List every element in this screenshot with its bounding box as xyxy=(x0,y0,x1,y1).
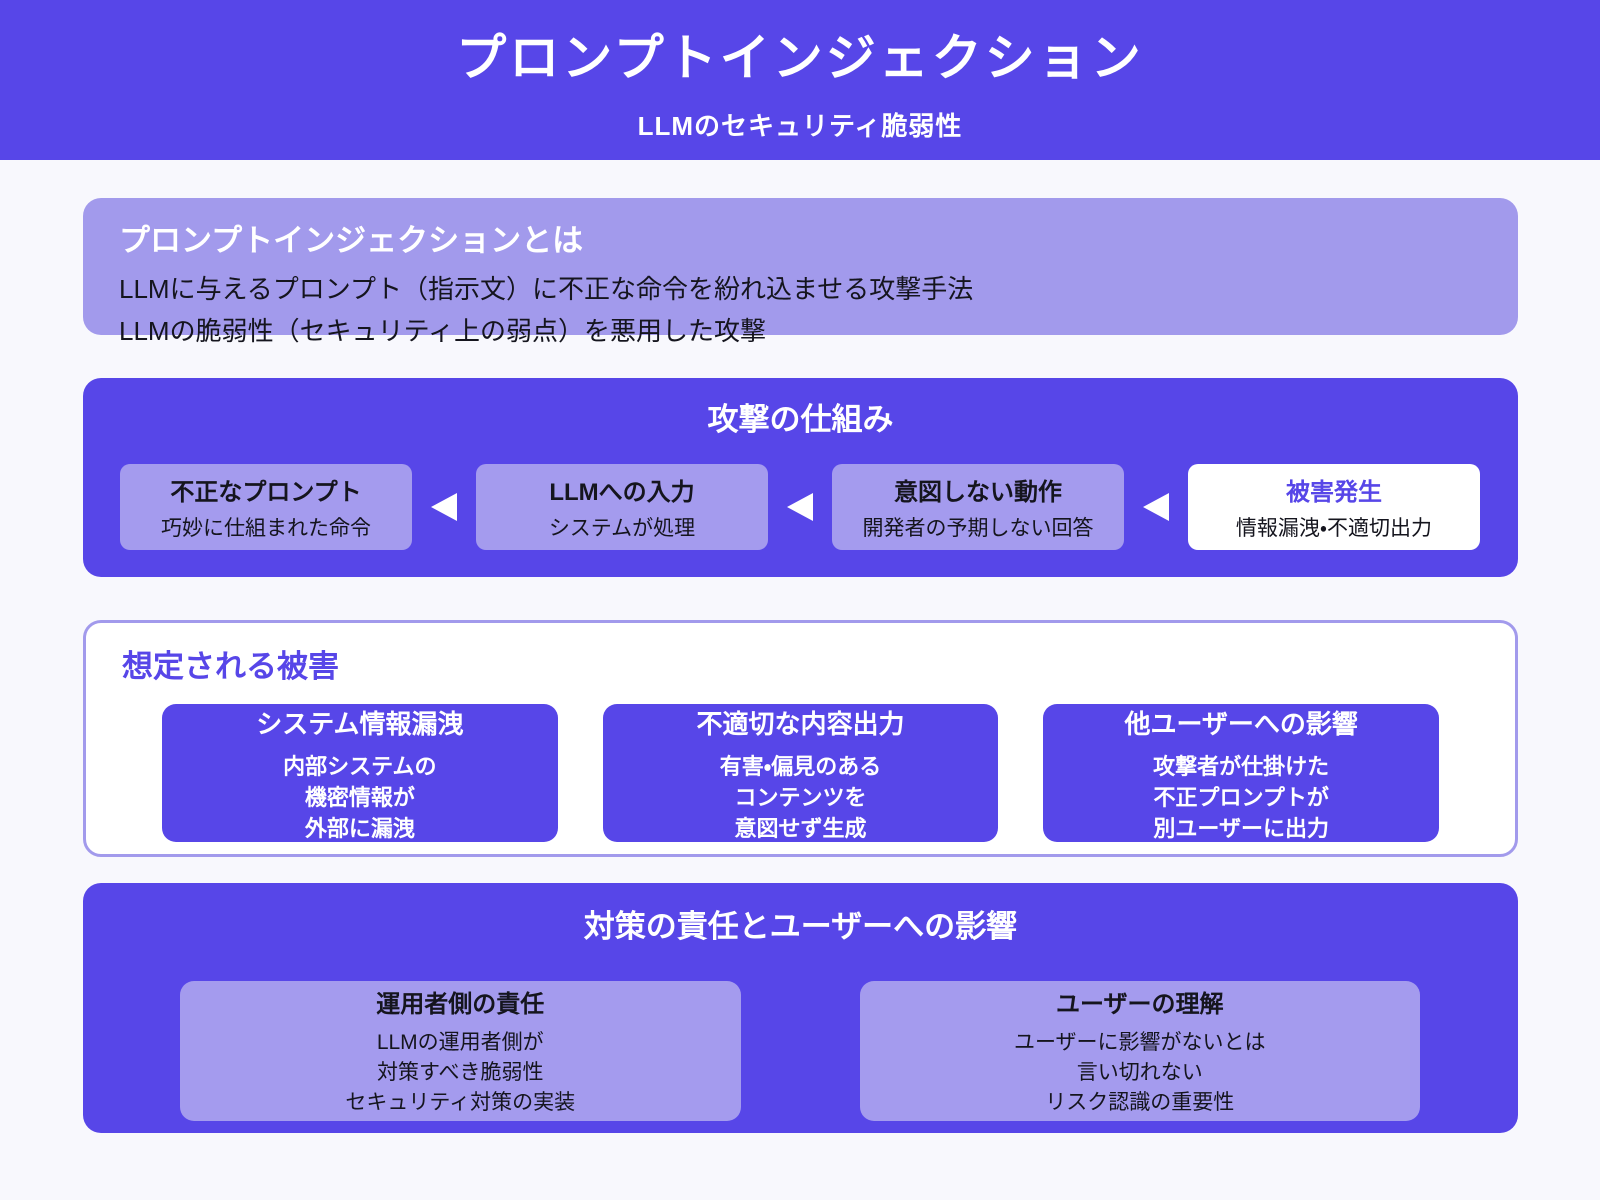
damage-card-other-users: 他ユーザーへの影響 攻撃者が仕掛けた 不正プロンプトが 別ユーザーに出力 xyxy=(1043,704,1440,842)
damage-card-line: 別ユーザーに出力 xyxy=(1153,816,1329,841)
responsibility-section: 対策の責任とユーザーへの影響 運用者側の責任 LLMの運用者側が 対策すべき脆弱… xyxy=(83,883,1518,1133)
expected-damages-title: 想定される被害 xyxy=(122,649,339,684)
flow-step-title: 被害発生 xyxy=(1286,479,1382,506)
attack-mechanism-section: 攻撃の仕組み 不正なプロンプト 巧妙に仕組まれた命令 LLMへの入力 システムが… xyxy=(83,378,1518,577)
page-title: プロンプトインジェクション xyxy=(456,29,1144,86)
resp-card-line: セキュリティ対策の実装 xyxy=(345,1091,576,1114)
flow-step-title: LLMへの入力 xyxy=(549,479,695,506)
damage-card-line: コンテンツを xyxy=(734,785,867,810)
header-banner: プロンプトインジェクション LLMのセキュリティ脆弱性 xyxy=(0,0,1600,160)
damage-card-line: 意図せず生成 xyxy=(734,816,867,841)
resp-card-line: リスク認識の重要性 xyxy=(1045,1091,1235,1114)
resp-card-user-understanding: ユーザーの理解 ユーザーに影響がないとは 言い切れない リスク認識の重要性 xyxy=(859,981,1420,1121)
flow-step-damage-occurs: 被害発生 情報漏洩・不適切出力 xyxy=(1188,464,1480,550)
damage-card-line: 内部システムの xyxy=(283,754,437,779)
attack-flow: 不正なプロンプト 巧妙に仕組まれた命令 LLMへの入力 システムが処理 意図しな… xyxy=(120,464,1480,550)
resp-card-operator: 運用者側の責任 LLMの運用者側が 対策すべき脆弱性 セキュリティ対策の実装 xyxy=(180,981,741,1121)
damage-card-line: 攻撃者が仕掛けた xyxy=(1153,754,1330,779)
damage-card-line: 外部に漏洩 xyxy=(304,816,415,841)
flow-arrow-zone xyxy=(1124,493,1188,521)
expected-damages-section: 想定される被害 システム情報漏洩 内部システムの 機密情報が 外部に漏洩 不適切… xyxy=(83,620,1518,857)
resp-card-title: 運用者側の責任 xyxy=(376,991,545,1018)
flow-step-desc: 情報漏洩・不適切出力 xyxy=(1235,517,1433,540)
definition-line-2: LLMの脆弱性（セキュリティ上の弱点）を悪用した攻撃 xyxy=(119,316,767,346)
flow-arrow-zone xyxy=(768,493,832,521)
attack-mechanism-title: 攻撃の仕組み xyxy=(707,402,894,437)
responsibility-title: 対策の責任とユーザーへの影響 xyxy=(583,909,1018,944)
flow-step-desc: 開発者の予期しない回答 xyxy=(862,517,1094,540)
resp-card-line: 言い切れない xyxy=(1076,1061,1203,1084)
definition-line-1: LLMに与えるプロンプト（指示文）に不正な命令を紛れ込ませる攻撃手法 xyxy=(119,274,974,304)
resp-card-title: ユーザーの理解 xyxy=(1055,991,1224,1018)
damage-cards-row: システム情報漏洩 内部システムの 機密情報が 外部に漏洩 不適切な内容出力 有害… xyxy=(162,704,1440,842)
damage-card-system-leak: システム情報漏洩 内部システムの 機密情報が 外部に漏洩 xyxy=(162,704,558,842)
damage-card-line: 不正プロンプトが xyxy=(1153,785,1329,810)
damage-card-inappropriate-output: 不適切な内容出力 有害・偏見のある コンテンツを 意図せず生成 xyxy=(602,704,999,842)
damage-card-line: 有害・偏見のある xyxy=(719,754,882,779)
flow-step-desc: システムが処理 xyxy=(548,517,696,540)
page-subtitle: LLMのセキュリティ脆弱性 xyxy=(637,110,963,141)
definition-section: プロンプトインジェクションとは LLMに与えるプロンプト（指示文）に不正な命令を… xyxy=(83,198,1518,346)
arrow-left-icon xyxy=(1143,493,1169,521)
flow-step-title: 意図しない動作 xyxy=(894,479,1062,506)
damage-card-line: 機密情報が xyxy=(304,785,415,810)
damage-card-title: 不適切な内容出力 xyxy=(696,709,905,739)
arrow-left-icon xyxy=(787,493,813,521)
flow-step-desc: 巧妙に仕組まれた命令 xyxy=(161,517,371,540)
responsibility-cards-row: 運用者側の責任 LLMの運用者側が 対策すべき脆弱性 セキュリティ対策の実装 ユ… xyxy=(180,981,1420,1121)
flow-step-llm-input: LLMへの入力 システムが処理 xyxy=(476,464,768,550)
resp-card-line: 対策すべき脆弱性 xyxy=(376,1061,544,1084)
resp-card-line: ユーザーに影響がないとは xyxy=(1013,1031,1266,1054)
definition-title: プロンプトインジェクションとは xyxy=(119,223,584,258)
arrow-left-icon xyxy=(431,493,457,521)
damage-card-title: 他ユーザーへの影響 xyxy=(1124,709,1358,739)
damage-card-title: システム情報漏洩 xyxy=(256,709,464,739)
flow-step-unintended-behavior: 意図しない動作 開発者の予期しない回答 xyxy=(832,464,1124,550)
flow-step-title: 不正なプロンプト xyxy=(170,479,362,506)
flow-step-malicious-prompt: 不正なプロンプト 巧妙に仕組まれた命令 xyxy=(120,464,412,550)
resp-card-line: LLMの運用者側が xyxy=(376,1031,544,1054)
flow-arrow-zone xyxy=(412,493,476,521)
